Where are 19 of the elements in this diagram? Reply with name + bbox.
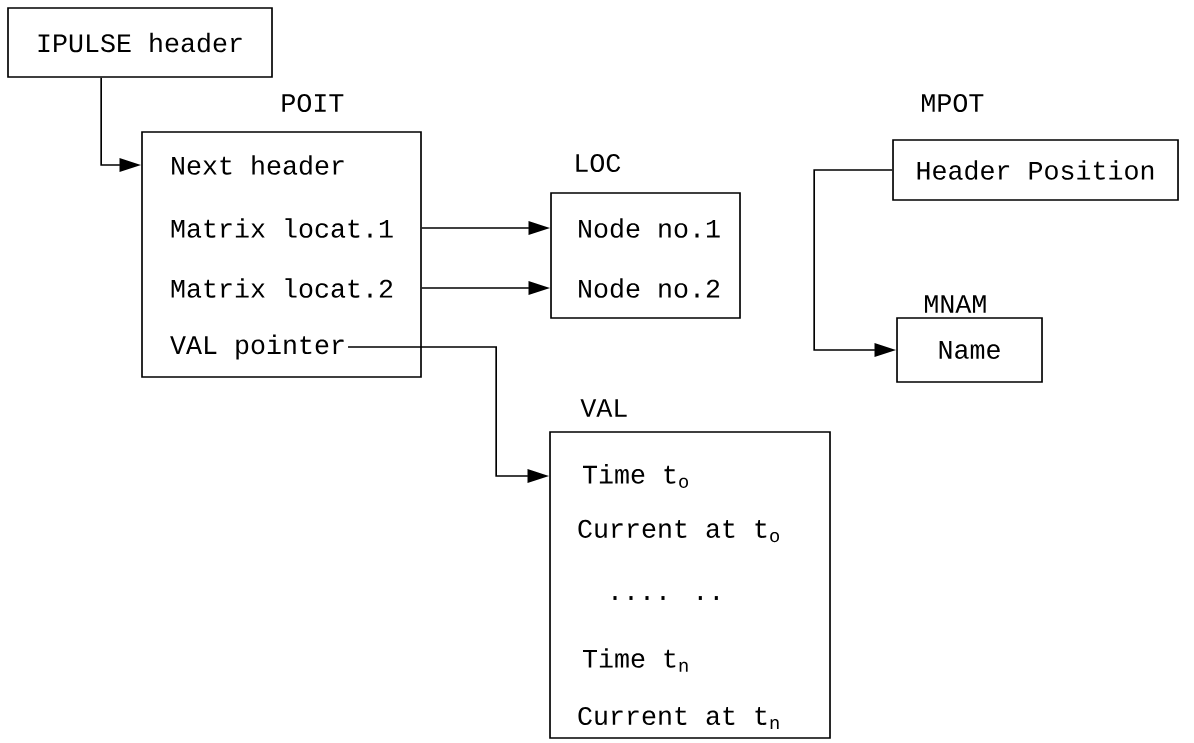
node-label: VAL bbox=[580, 399, 627, 417]
record-field: Time t$_{o}$ bbox=[583, 464, 688, 488]
record-field: Current at t$_{o}$ bbox=[578, 519, 779, 543]
node-label: LOC bbox=[576, 153, 621, 173]
record-field: .... .. bbox=[613, 596, 718, 600]
record-box: MPOT Header Position bbox=[892, 93, 1179, 201]
record-field: Current at t$_{n}$ bbox=[578, 706, 779, 730]
record-field: Node no.1 bbox=[579, 218, 720, 238]
node-label: MPOT bbox=[922, 93, 984, 113]
record-field: Time t$_{n}$ bbox=[583, 648, 688, 672]
record-field: Node no.2 bbox=[579, 278, 720, 298]
record-field: Next header bbox=[172, 155, 344, 175]
record-field: Matrix locat.1 bbox=[171, 218, 393, 238]
record-field: VAL pointer bbox=[170, 334, 344, 360]
record-field: Matrix locat.2 bbox=[171, 278, 393, 298]
record-box: IPULSE header bbox=[7, 7, 273, 78]
node-label: POIT bbox=[282, 93, 344, 113]
record-box: MNAM Name bbox=[896, 295, 1043, 383]
node-label: MNAM bbox=[925, 295, 986, 313]
